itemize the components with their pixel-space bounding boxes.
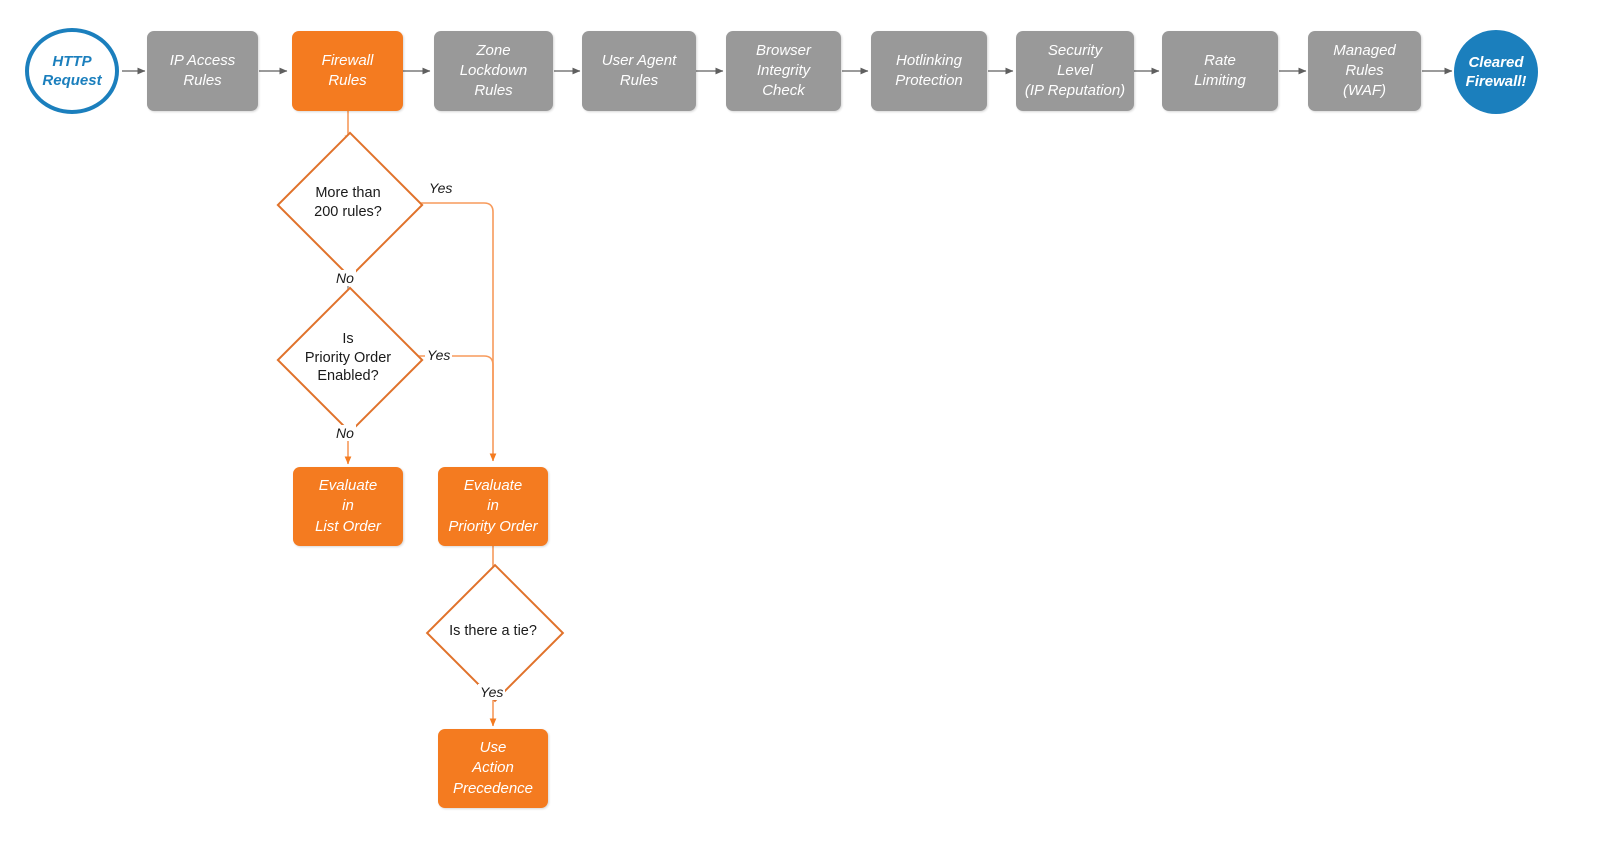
node-label: Rate Limiting <box>1194 52 1246 89</box>
node-label: Evaluate in List Order <box>315 477 381 535</box>
edge-label-more-than-200-yes: Yes <box>427 180 455 196</box>
decision-more-than-200-rules[interactable]: More than 200 rules? <box>276 131 424 279</box>
node-managed-rules-waf[interactable]: Managed Rules (WAF) <box>1308 31 1421 111</box>
node-http-request[interactable]: HTTP Request <box>25 28 119 114</box>
decision-label: Is Priority Order Enabled? <box>304 331 392 385</box>
node-evaluate-priority-order[interactable]: Evaluate in Priority Order <box>438 467 548 546</box>
node-use-action-precedence[interactable]: Use Action Precedence <box>438 729 548 808</box>
node-label: HTTP Request <box>42 52 102 90</box>
node-ip-access-rules[interactable]: IP Access Rules <box>147 31 258 111</box>
node-user-agent-rules[interactable]: User Agent Rules <box>582 31 696 111</box>
node-label: Browser Integrity Check <box>755 42 811 99</box>
node-label: Security Level (IP Reputation) <box>1024 42 1126 99</box>
decision-priority-order-enabled[interactable]: Is Priority Order Enabled? <box>276 286 424 434</box>
node-hotlinking-protection[interactable]: Hotlinking Protection <box>871 31 987 111</box>
node-zone-lockdown-rules[interactable]: Zone Lockdown Rules <box>434 31 553 111</box>
node-label: Hotlinking Protection <box>895 52 963 89</box>
node-label: Evaluate in Priority Order <box>448 477 538 535</box>
node-evaluate-list-order[interactable]: Evaluate in List Order <box>293 467 403 546</box>
node-cleared-firewall[interactable]: Cleared Firewall! <box>1454 30 1538 114</box>
node-label: IP Access Rules <box>169 52 236 89</box>
node-security-level[interactable]: Security Level (IP Reputation) <box>1016 31 1134 111</box>
node-label: Use Action Precedence <box>452 739 534 797</box>
decision-is-there-a-tie[interactable]: Is there a tie? <box>423 563 565 703</box>
decision-label: More than 200 rules? <box>314 185 382 220</box>
node-rate-limiting[interactable]: Rate Limiting <box>1162 31 1278 111</box>
edge-label-more-than-200-no: No <box>334 270 356 286</box>
node-firewall-rules[interactable]: Firewall Rules <box>292 31 403 111</box>
node-label: Managed Rules (WAF) <box>1333 42 1396 99</box>
node-label: Zone Lockdown Rules <box>459 42 528 99</box>
node-label: User Agent Rules <box>601 52 677 89</box>
edge-label-priority-order-yes: Yes <box>425 347 453 363</box>
node-browser-integrity-check[interactable]: Browser Integrity Check <box>726 31 841 111</box>
node-label: Firewall Rules <box>321 51 374 89</box>
node-label: Cleared Firewall! <box>1465 53 1527 91</box>
edge-label-tie-yes: Yes <box>478 684 506 700</box>
edge-label-priority-order-no: No <box>334 425 356 441</box>
decision-label: Is there a tie? <box>449 622 537 639</box>
